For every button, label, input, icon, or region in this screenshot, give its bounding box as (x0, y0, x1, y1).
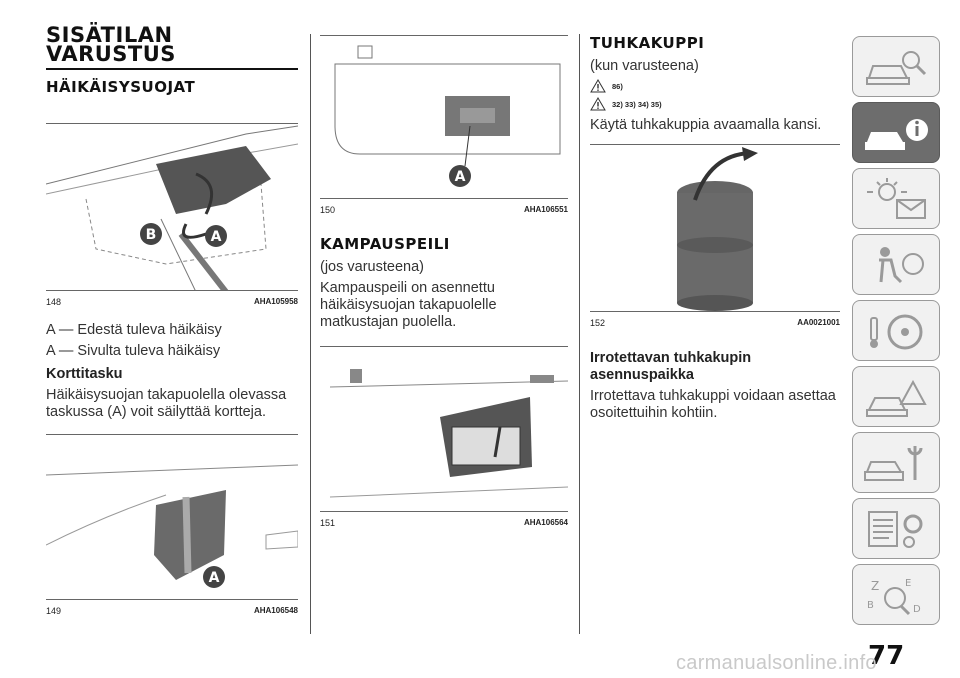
title-rule (46, 68, 298, 70)
car-search-icon (866, 50, 927, 85)
sun-visor-illustration: B A (46, 125, 298, 290)
card-pocket-illustration: A (46, 464, 298, 588)
figure-152 (590, 144, 840, 312)
warning-reference: 32) 33) 34) 35) (590, 95, 840, 113)
column-ashtray: TUHKAKUPPI (kun varusteena) 86) 32) 33) … (590, 26, 840, 422)
subheading-ashtray-location: Irrotettavan tuhkakupin asennuspaikka (590, 350, 752, 383)
figure-150-caption: 150 AHA106551 (320, 205, 568, 215)
section-title-sun-visors: HÄIKÄISYSUOJAT (46, 78, 196, 96)
figure-148: B A (46, 123, 298, 291)
chapter-title-line2: VARUSTUS (46, 42, 176, 66)
tab-index[interactable]: Z E B D (852, 564, 940, 625)
figure-149: A (46, 434, 298, 600)
tab-maintenance[interactable] (852, 432, 940, 493)
figure-number: 150 (320, 205, 336, 215)
tab-emergency[interactable] (852, 366, 940, 427)
tab-car-info[interactable] (852, 102, 940, 163)
car-maintenance-icon (864, 445, 923, 481)
figure-number: 149 (46, 606, 62, 616)
figure-code: AHA105958 (253, 297, 298, 306)
figure-151-caption: 151 AHA106564 (320, 518, 568, 528)
tab-airbag-safety[interactable] (852, 234, 940, 295)
figure-code: AHA106548 (253, 606, 298, 615)
figure-151 (320, 346, 568, 512)
section-title-ashtray: TUHKAKUPPI (590, 34, 705, 52)
visor-mirror-open-illustration (329, 369, 568, 498)
ashtray-illustration (677, 147, 758, 311)
availability-note: (jos varusteena) (320, 259, 424, 275)
car-info-icon (865, 118, 928, 150)
tab-starting-driving[interactable] (852, 300, 940, 361)
warning-ref-text: 32) 33) 34) 35) (612, 99, 662, 109)
figure-number: 148 (46, 297, 62, 307)
figure-number: 151 (320, 518, 336, 528)
chapter-title: SISÄTILAN VARUSTUS (46, 23, 298, 66)
column-sun-visors: SISÄTILAN VARUSTUS HÄIKÄISYSUOJAT B A 14… (46, 23, 298, 616)
callout-a: A (211, 229, 222, 245)
svg-text:B: B (867, 600, 874, 611)
roadside-emergency-icon (866, 379, 927, 417)
list-item: A — Sivulta tuleva häikäisy (46, 343, 221, 359)
index-search-icon: Z E B D (867, 578, 921, 615)
availability-note: (kun varusteena) (590, 58, 699, 74)
callout-b: B (146, 227, 157, 243)
warning-triangle-icon (590, 79, 606, 93)
figure-152-caption: 152 AA0021001 (590, 318, 840, 328)
tab-technical-data[interactable] (852, 498, 940, 559)
paragraph-vanity-mirror: Kampauspeili on asennettu häikäisysuojan… (320, 280, 497, 330)
svg-text:D: D (913, 604, 921, 615)
visor-mirror-closed-illustration: A (334, 45, 561, 187)
subheading-card-pocket: Korttitasku (46, 366, 123, 382)
page-number: 77 (868, 641, 905, 671)
tab-warning-lights[interactable] (852, 168, 940, 229)
warning-lights-icon (867, 177, 926, 219)
figure-150: A (320, 35, 568, 199)
column-vanity-mirror: A 150 AHA106551 KAMPAUSPEILI (jos varust… (320, 26, 568, 528)
warning-reference: 86) (590, 77, 840, 95)
steering-key-icon (870, 314, 923, 349)
svg-text:E: E (905, 578, 911, 589)
figure-number: 152 (590, 318, 606, 328)
callout-a: A (209, 570, 220, 586)
chapter-tabs: Z E B D (852, 36, 940, 630)
airbag-seat-icon (879, 246, 924, 283)
tab-car-search[interactable] (852, 36, 940, 97)
chapter-title-line1: SISÄTILAN (46, 23, 173, 47)
callout-a: A (455, 169, 466, 185)
section-title-vanity-mirror: KAMPAUSPEILI (320, 235, 450, 253)
list-item: A — Edestä tuleva häikäisy (46, 322, 222, 338)
paragraph-ashtray-location: Irrotettava tuhkakuppi voidaan asettaa o… (590, 388, 836, 421)
column-divider (579, 34, 580, 634)
figure-code: AHA106551 (523, 205, 568, 214)
figure-code: AA0021001 (797, 318, 840, 327)
column-divider (310, 34, 311, 634)
paragraph-ashtray: Käytä tuhkakuppia avaamalla kansi. (590, 117, 822, 133)
warning-ref-text: 86) (612, 81, 623, 91)
watermark: carmanualsonline.info (676, 652, 877, 674)
figure-148-caption: 148 AHA105958 (46, 297, 298, 307)
warning-triangle-icon (590, 97, 606, 111)
paragraph-card-pocket: Häikäisysuojan takapuolella olevassa tas… (46, 387, 287, 420)
svg-text:Z: Z (871, 579, 879, 593)
figure-code: AHA106564 (523, 518, 568, 527)
figure-149-caption: 149 AHA106548 (46, 606, 298, 616)
specifications-icon (868, 510, 923, 548)
